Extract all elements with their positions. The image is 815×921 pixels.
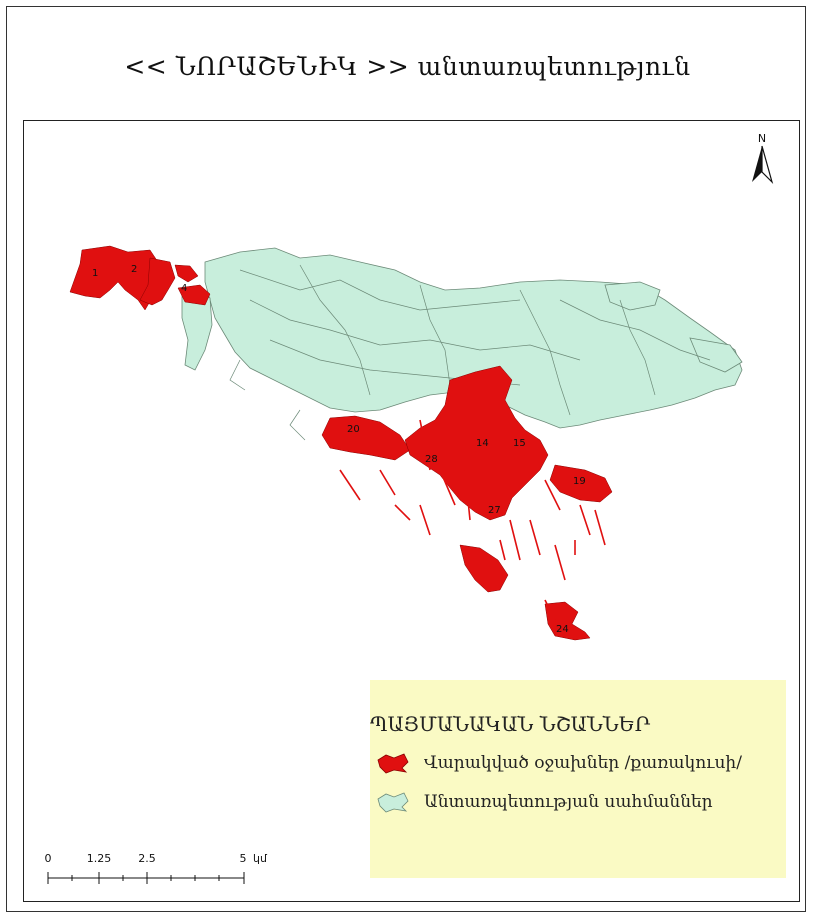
legend-item-infected: Վարակված օջախներ /քառակուսի/ [376,752,742,774]
scale-unit: կմ [253,852,267,865]
scale-bar-line [47,872,245,884]
infected-patch-19 [549,464,613,503]
scale-tick-label: 0 [44,852,52,865]
site-labels: 1 2 4 20 14 15 28 19 27 24 [92,264,586,635]
site-label: 28 [425,454,438,465]
infected-patch-1 [69,245,161,311]
infected-patch-3 [174,264,199,283]
site-label: 24 [556,624,569,635]
scale-tick-label: 5 [239,852,247,865]
site-label: 20 [347,424,360,435]
infected-patch-20 [321,415,411,461]
north-arrow-icon [752,145,774,185]
site-label: 19 [573,476,586,487]
north-arrow: N [746,132,778,192]
site-label: 4 [181,283,187,294]
infected-patch-4 [177,284,211,306]
red-patch-icon [377,753,409,774]
site-label: 14 [476,438,489,449]
green-patch-icon [377,792,409,813]
forestry-boundary-layer [181,247,743,429]
infected-core [404,365,549,521]
map-area [23,120,800,902]
scale-tick-label: 2.5 [138,852,156,865]
site-label: 2 [131,264,137,275]
boundary-piece [689,337,743,373]
infected-scatter [339,419,606,621]
infected-south [459,544,509,593]
site-label: 15 [513,438,526,449]
legend-item-boundary: Անտառպետության սահմաններ [376,791,713,813]
legend-title: ՊԱՅՄԱՆԱԿԱՆ ՆՇԱՆՆԵՐ [370,712,651,736]
map-title: << ՆՈՐԱՇԵՆԻԿ >> անտառպետություն [124,52,691,81]
legend-label-infected: Վարակված օջախներ /քառակուսի/ [424,753,742,773]
scale-bar: 0 1.25 2.5 5 կմ [44,852,267,892]
infected-patch-2 [139,257,176,306]
boundary-piece [604,281,661,311]
legend-box: ՊԱՅՄԱՆԱԿԱՆ ՆՇԱՆՆԵՐ Վարակված օջախներ /քառ… [370,680,786,878]
north-label: N [757,132,767,145]
site-label: 27 [488,505,501,516]
site-label: 1 [92,268,98,279]
legend-label-boundary: Անտառպետության սահմաններ [424,792,713,812]
infected-patch-24 [544,601,591,641]
scale-tick-label: 1.25 [86,852,112,865]
infected-foci-layer [69,245,613,641]
